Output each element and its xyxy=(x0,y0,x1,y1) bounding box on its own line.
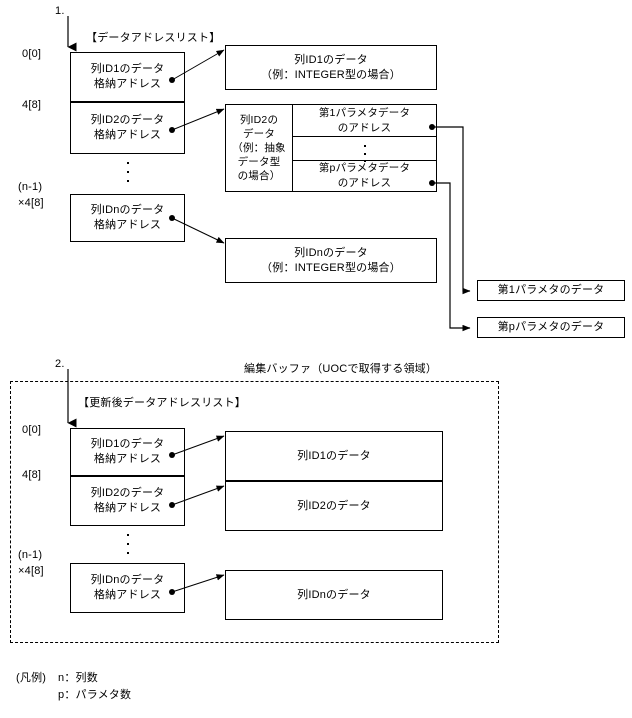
param-address-cell-p-text: 第pパラメタデータ のアドレス xyxy=(318,162,411,189)
address-cell-id1: 列ID1のデータ 格納アドレス xyxy=(70,52,185,102)
offset2-label-0: 0[0] xyxy=(22,424,42,436)
edit-buffer-region-title: 編集バッファ（UOCで取得する領域） xyxy=(244,363,438,375)
address-list-ellipsis xyxy=(126,162,129,182)
offset2-label-last-line1: (n-1) xyxy=(18,549,43,561)
updated-address-list-ellipsis xyxy=(126,534,129,554)
pointer-arrow-paramp xyxy=(432,182,471,332)
legend-line-n: n：列数 xyxy=(58,672,98,684)
param-address-cell-1: 第1パラメタデータ のアドレス xyxy=(293,105,436,136)
param-data-box-p-text: 第pパラメタのデータ xyxy=(497,321,605,333)
updated-address-cell-id1-text: 列ID1のデータ 格納アドレス xyxy=(90,438,165,465)
address-cell-id2-text: 列ID2のデータ 格納アドレス xyxy=(90,114,165,141)
updated-data-box-idn: 列IDnのデータ xyxy=(225,570,443,620)
address-cell-idn-text: 列IDnのデータ 格納アドレス xyxy=(90,204,165,231)
param-cell-divider-top xyxy=(292,136,437,137)
address-cell-idn: 列IDnのデータ 格納アドレス xyxy=(70,194,185,242)
updated-address-cell-id2: 列ID2のデータ 格納アドレス xyxy=(70,476,185,526)
step-2-label: 2. xyxy=(55,358,65,370)
data-box-idn-text: 列IDnのデータ （例：INTEGER型の場合） xyxy=(261,246,401,274)
offset2-label-4: 4[8] xyxy=(22,469,42,481)
address-cell-id1-text: 列ID1のデータ 格納アドレス xyxy=(90,63,165,90)
data-box-id1: 列ID1のデータ （例：INTEGER型の場合） xyxy=(225,45,437,90)
data-box-idn: 列IDnのデータ （例：INTEGER型の場合） xyxy=(225,238,437,283)
param-address-cell-1-text: 第1パラメタデータ のアドレス xyxy=(318,106,411,134)
address-cell-id2: 列ID2のデータ 格納アドレス xyxy=(70,102,185,154)
updated-address-cell-idn: 列IDnのデータ 格納アドレス xyxy=(70,563,185,613)
updated-data-box-id1: 列ID1のデータ xyxy=(225,431,443,481)
abstract-box-column-divider xyxy=(292,104,293,192)
offset2-label-last-line2: ×4[8] xyxy=(18,565,44,577)
offset-label-4: 4[8] xyxy=(22,99,42,111)
updated-address-list-title: 【更新後データアドレスリスト】 xyxy=(78,397,246,409)
legend-title: (凡例) xyxy=(16,672,47,684)
param-cell-ellipsis xyxy=(363,145,366,162)
updated-address-cell-id1: 列ID1のデータ 格納アドレス xyxy=(70,428,185,476)
param-address-cell-p: 第pパラメタデータ のアドレス xyxy=(293,161,436,191)
param-data-box-1-text: 第1パラメタのデータ xyxy=(497,284,605,296)
step-1-label: 1. xyxy=(55,5,65,17)
updated-data-box-idn-text: 列IDnのデータ xyxy=(297,588,371,601)
pointer-arrow-param1 xyxy=(432,126,471,295)
abstract-box-left-text: 列ID2の データ （例：抽象 データ型 の場合） xyxy=(232,114,286,182)
offset-label-0: 0[0] xyxy=(22,48,42,60)
data-box-id1-text: 列ID1のデータ （例：INTEGER型の場合） xyxy=(261,53,401,81)
offset-label-last-line1: (n-1) xyxy=(18,181,43,193)
updated-data-box-id1-text: 列ID1のデータ xyxy=(297,449,371,462)
param-cell-divider-bottom xyxy=(292,160,437,161)
param-data-box-1: 第1パラメタのデータ xyxy=(477,280,625,301)
legend-line-p: p：パラメタ数 xyxy=(58,689,132,701)
updated-data-box-id2-text: 列ID2のデータ xyxy=(297,499,371,512)
edit-buffer-region xyxy=(10,381,499,643)
param-data-box-p: 第pパラメタのデータ xyxy=(477,317,625,338)
updated-address-cell-idn-text: 列IDnのデータ 格納アドレス xyxy=(90,574,165,601)
abstract-box-left-label: 列ID2の データ （例：抽象 データ型 の場合） xyxy=(226,105,292,191)
offset-label-last-line2: ×4[8] xyxy=(18,197,44,209)
updated-data-box-id2: 列ID2のデータ xyxy=(225,481,443,531)
data-address-list-title: 【データアドレスリスト】 xyxy=(86,32,221,44)
updated-address-cell-id2-text: 列ID2のデータ 格納アドレス xyxy=(90,487,165,514)
